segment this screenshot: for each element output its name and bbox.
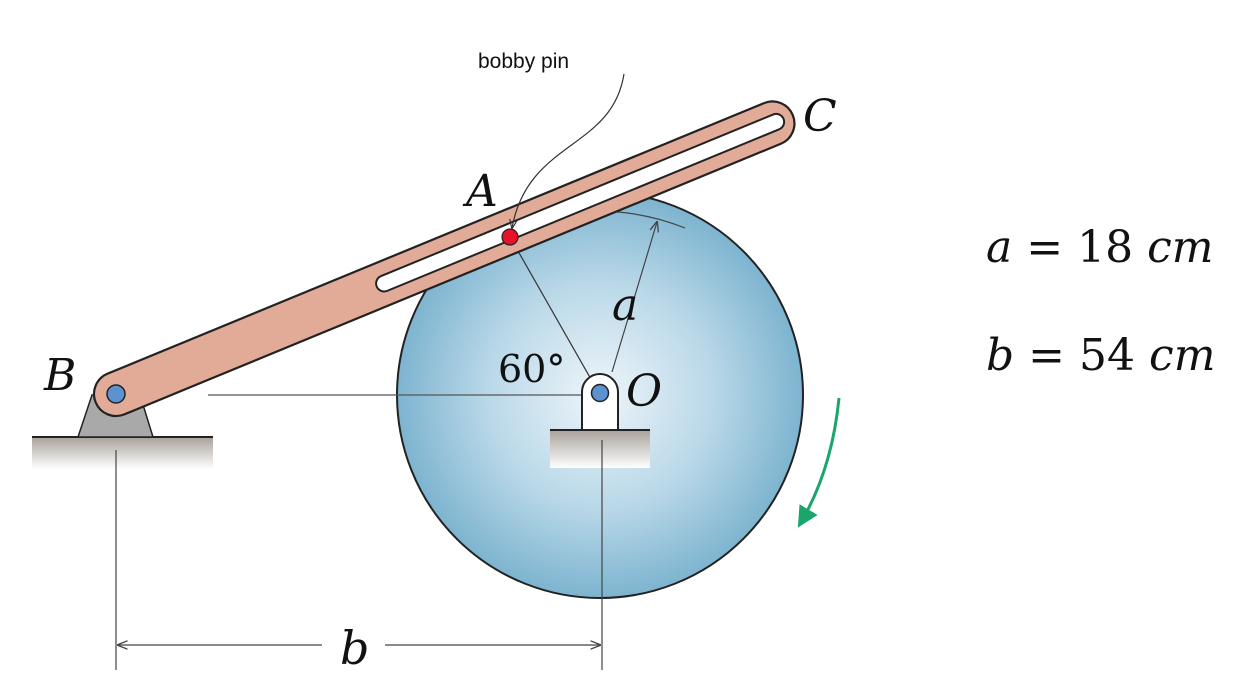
label-B: B bbox=[43, 350, 76, 401]
label-angle: 60° bbox=[498, 347, 565, 391]
given-b-var: b bbox=[986, 330, 1015, 381]
given-b-unit: cm bbox=[1149, 330, 1216, 381]
given-a-var: a bbox=[986, 222, 1013, 273]
given-a: a = 18 cm bbox=[986, 222, 1213, 273]
link-slot bbox=[375, 112, 786, 293]
label-A: A bbox=[462, 166, 498, 217]
label-b: b bbox=[340, 621, 369, 675]
radius-line-OA bbox=[509, 236, 601, 396]
bearing-hole-O bbox=[590, 383, 610, 403]
given-a-value: 18 bbox=[1077, 222, 1134, 273]
pivot-pin-B bbox=[106, 384, 126, 404]
given-a-eq: = bbox=[1026, 222, 1064, 273]
pin-A bbox=[501, 228, 519, 246]
given-b: b = 54 cm bbox=[986, 330, 1215, 381]
label-a: a bbox=[612, 280, 638, 331]
given-b-eq: = bbox=[1028, 330, 1066, 381]
bearing-base bbox=[550, 430, 650, 468]
ground-B bbox=[32, 437, 213, 469]
radius-dimension-a bbox=[611, 222, 657, 373]
given-b-value: 54 bbox=[1079, 330, 1136, 381]
callout-leader bbox=[512, 73, 625, 228]
bobby-pin-callout: bobby pin bbox=[478, 50, 570, 73]
label-C: C bbox=[803, 91, 837, 142]
given-a-unit: cm bbox=[1147, 222, 1214, 273]
rotation-direction-arrow bbox=[797, 397, 841, 528]
label-O: O bbox=[626, 366, 662, 417]
